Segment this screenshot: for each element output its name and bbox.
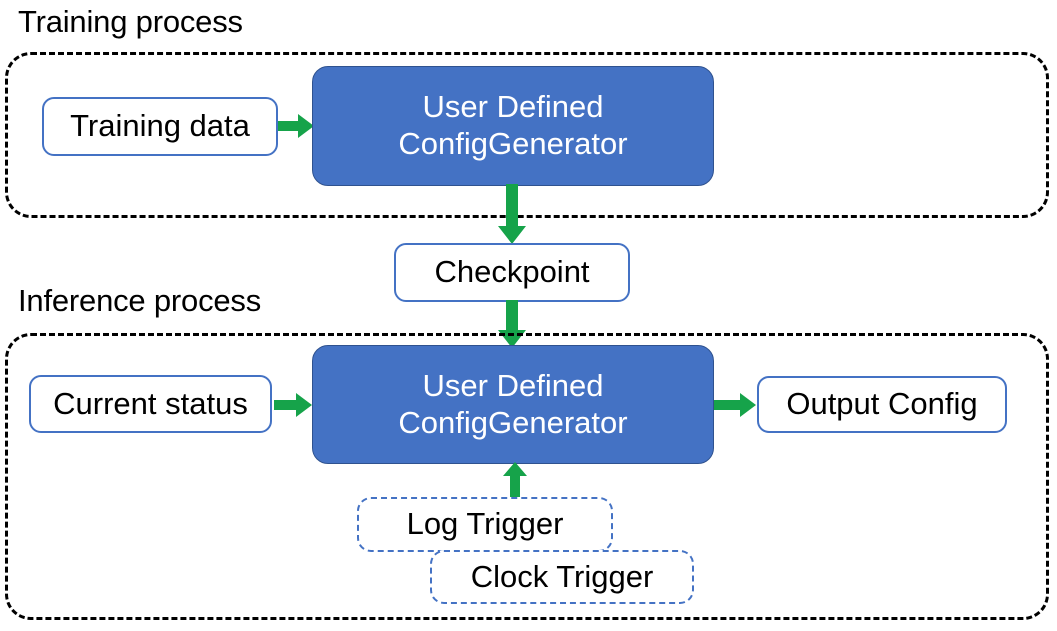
arrow-model-to-output-config <box>714 389 758 421</box>
node-log-trigger-label: Log Trigger <box>406 506 564 542</box>
node-checkpoint[interactable]: Checkpoint <box>394 243 630 302</box>
node-training-data-label: Training data <box>70 108 250 144</box>
inference-process-title: Inference process <box>18 283 262 318</box>
node-training-config-generator-line1: User Defined <box>422 89 604 125</box>
arrow-model-to-checkpoint <box>495 184 531 246</box>
node-current-status[interactable]: Current status <box>29 375 272 433</box>
node-training-config-generator[interactable]: User Defined ConfigGenerator <box>312 66 714 186</box>
arrow-checkpoint-to-inference-model <box>495 300 531 350</box>
node-output-config[interactable]: Output Config <box>757 376 1007 433</box>
node-inference-config-generator-line2: ConfigGenerator <box>398 404 628 440</box>
training-process-container <box>5 52 1049 218</box>
inference-process-container <box>5 333 1049 620</box>
node-clock-trigger[interactable]: Clock Trigger <box>430 550 694 604</box>
node-training-data[interactable]: Training data <box>42 97 278 156</box>
node-inference-config-generator[interactable]: User Defined ConfigGenerator <box>312 345 714 464</box>
node-current-status-label: Current status <box>53 385 248 421</box>
node-output-config-label: Output Config <box>786 386 978 422</box>
node-training-config-generator-line2: ConfigGenerator <box>398 126 628 161</box>
node-log-trigger[interactable]: Log Trigger <box>357 497 613 552</box>
arrow-trigger-to-model <box>500 462 530 502</box>
arrow-current-status-to-model <box>274 389 314 421</box>
node-checkpoint-label: Checkpoint <box>434 254 590 290</box>
arrow-training-data-to-model <box>278 110 316 142</box>
node-inference-config-generator-line1: User Defined <box>422 367 604 403</box>
node-clock-trigger-label: Clock Trigger <box>470 558 654 594</box>
training-process-title: Training process <box>18 4 243 39</box>
